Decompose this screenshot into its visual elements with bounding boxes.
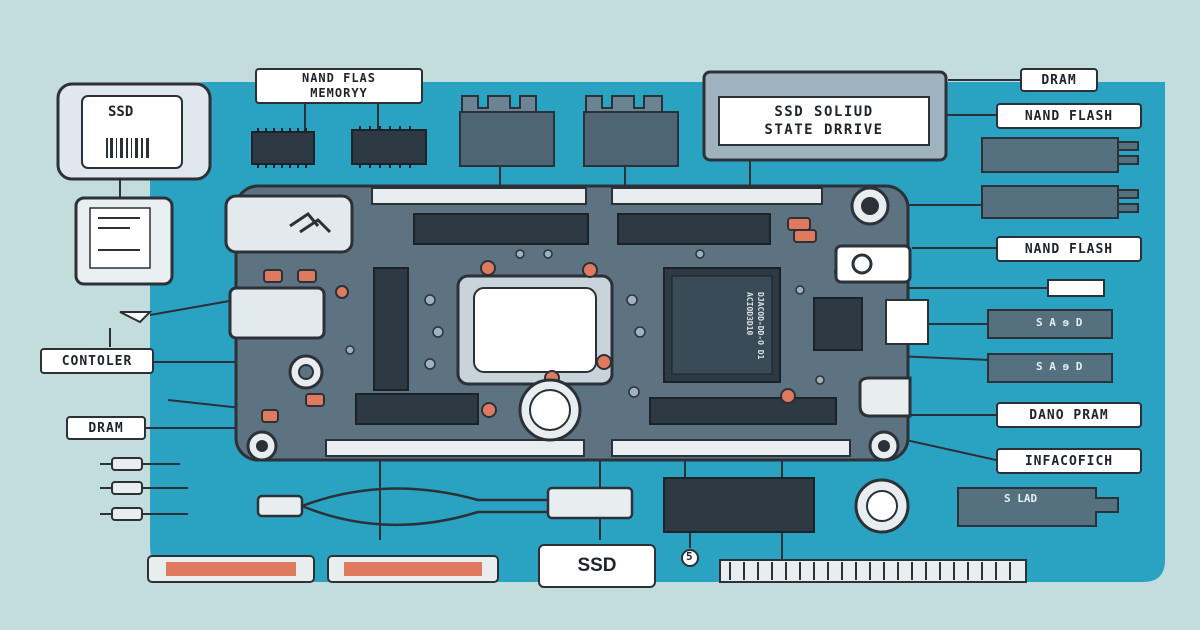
module-text-2: S A ɘ D	[1036, 360, 1083, 373]
label-infacofich: INFACOFICH	[996, 448, 1142, 474]
bottom-cable	[256, 486, 634, 527]
side-port	[228, 286, 326, 340]
top-connector-chip-2	[583, 95, 679, 167]
left-cables	[100, 457, 188, 521]
label-nand-flash-1: NAND FLASH	[996, 103, 1142, 129]
right-port	[834, 244, 912, 284]
label-dram-top: DRAM	[1020, 68, 1098, 92]
label-controller: CONTOLER	[40, 348, 154, 374]
label-ssd-bottom: SSD	[538, 544, 656, 588]
module-text-1: S A ɘ D	[1036, 316, 1083, 329]
label-ssd-title-line2: STATE DRRIVE	[764, 122, 884, 138]
board-chip-top-right	[617, 213, 771, 245]
label-ssd-solid-state-drive: SSD SOLIUD STATE DRRIVE	[718, 96, 930, 146]
processor-die	[473, 287, 597, 373]
top-connector-chip-1	[459, 95, 555, 167]
number-marker: 5	[686, 550, 693, 563]
right-module-4	[987, 353, 1113, 383]
module-text-3: S LAD	[1004, 492, 1038, 505]
board-chip-vertical	[373, 267, 409, 391]
usb-plug	[224, 194, 354, 254]
board-chip-bottom-left	[355, 393, 479, 425]
board-chip-top-left	[413, 213, 589, 245]
controller-chip-text: DJACOD-DD-O D1ACIOD3D10	[745, 292, 765, 360]
top-chip-left	[251, 128, 315, 168]
right-module-2	[981, 185, 1139, 219]
ssd-drive-icon-text: SSD	[108, 104, 134, 120]
label-nand-flash-memory: NAND FLAS MEMORYY	[255, 68, 423, 104]
label-ssd-title-line1: SSD SOLIUD	[774, 104, 874, 120]
label-dram-left: DRAM	[66, 416, 146, 440]
label-nand-flash-memory-line2: MEMORYY	[310, 86, 368, 100]
top-chip-mid	[351, 126, 427, 168]
right-module-1	[981, 137, 1139, 173]
bottom-chip	[663, 477, 815, 533]
label-dano-pram: DANO PRAM	[996, 402, 1142, 428]
right-module-3	[987, 309, 1113, 339]
label-nand-flash-2: NAND FLASH	[996, 236, 1142, 262]
label-nand-flash-memory-line1: NAND FLAS	[301, 71, 377, 85]
barcode-icon	[106, 138, 149, 158]
board-chip-bottom-right	[649, 397, 837, 425]
solder-points	[345, 249, 825, 398]
bottom-right-module	[957, 487, 1119, 527]
bottom-connector-right	[719, 559, 1027, 583]
